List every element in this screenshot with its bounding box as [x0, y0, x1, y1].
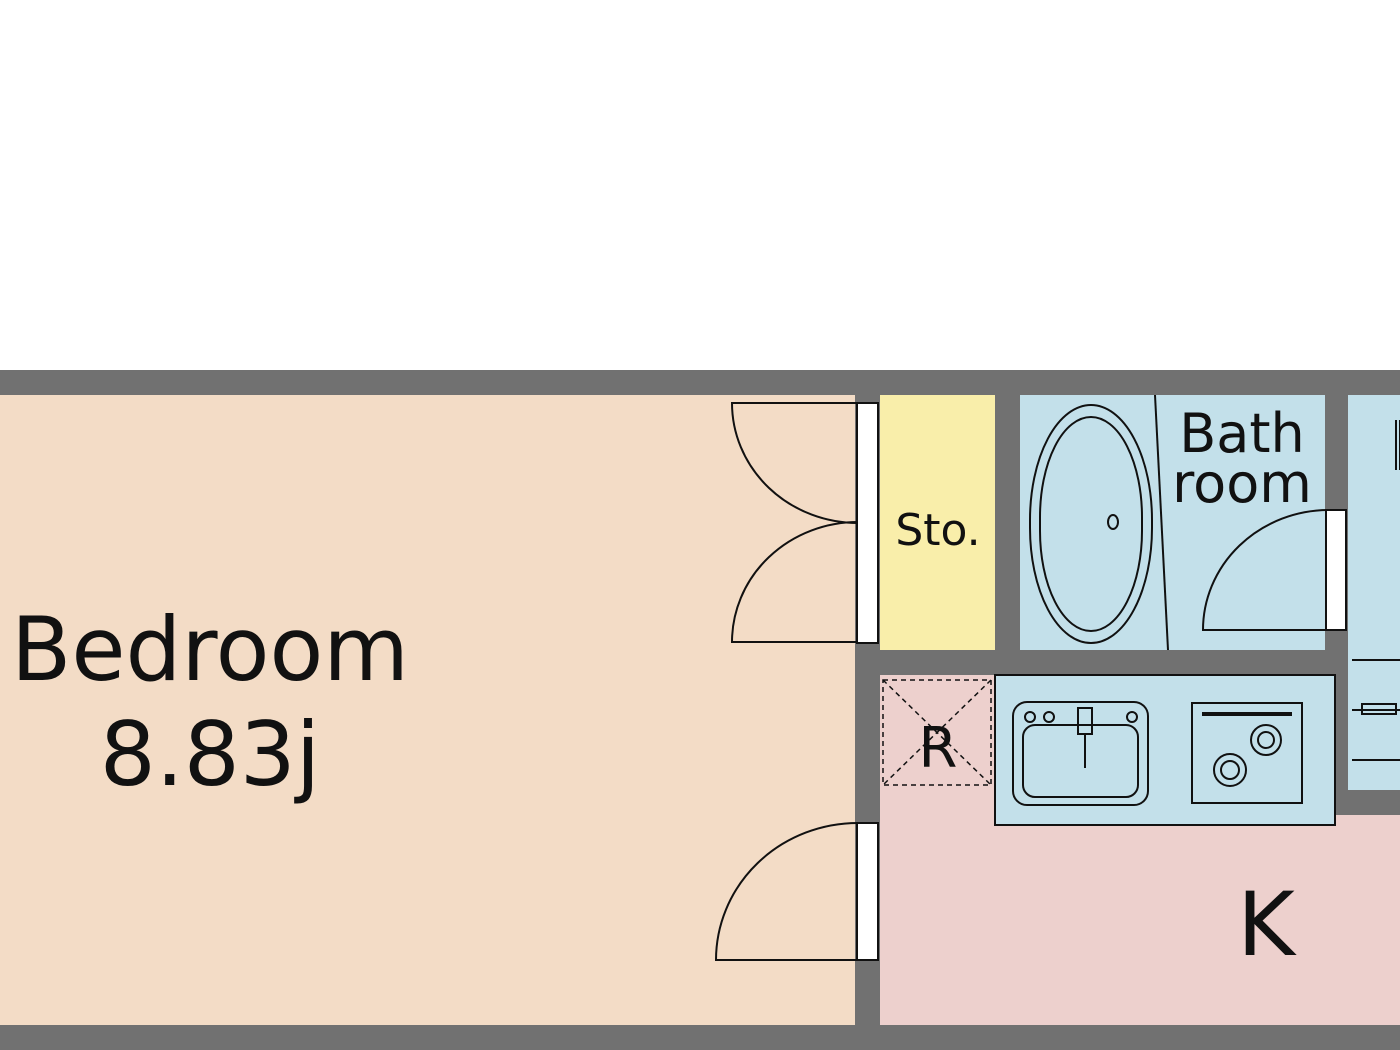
kitchen-label: K — [1237, 873, 1297, 976]
kitchen-area-extension — [1325, 815, 1400, 1025]
door-swing-icon — [714, 822, 859, 961]
bathroom-door-panel — [1325, 509, 1347, 631]
door-swing-icon — [730, 521, 859, 643]
bedroom-area — [0, 395, 855, 1025]
closet-door-panel — [856, 402, 879, 644]
bedroom-label: Bedroom — [11, 598, 409, 701]
storage-area — [880, 395, 995, 650]
door-swing-icon — [1201, 509, 1329, 631]
sink-icon — [1012, 701, 1149, 806]
bathtub-icon — [1029, 404, 1153, 644]
bathroom-label-line1: Bath — [1179, 402, 1305, 465]
door-swing-icon — [730, 402, 859, 524]
toilet-area — [1348, 395, 1400, 790]
bath-partition — [1154, 394, 1169, 651]
closet-doors — [730, 402, 859, 643]
bathroom-label-line2: room — [1172, 452, 1312, 515]
bedroom-size-label: 8.83j — [100, 703, 320, 806]
toilet-icon — [1352, 420, 1400, 761]
gas-stove-icon — [1191, 702, 1303, 804]
storage-label: Sto. — [895, 505, 980, 556]
refrigerator-icon — [882, 679, 992, 786]
refrigerator-label: R — [919, 716, 958, 781]
bedroom-door-panel — [856, 822, 879, 961]
